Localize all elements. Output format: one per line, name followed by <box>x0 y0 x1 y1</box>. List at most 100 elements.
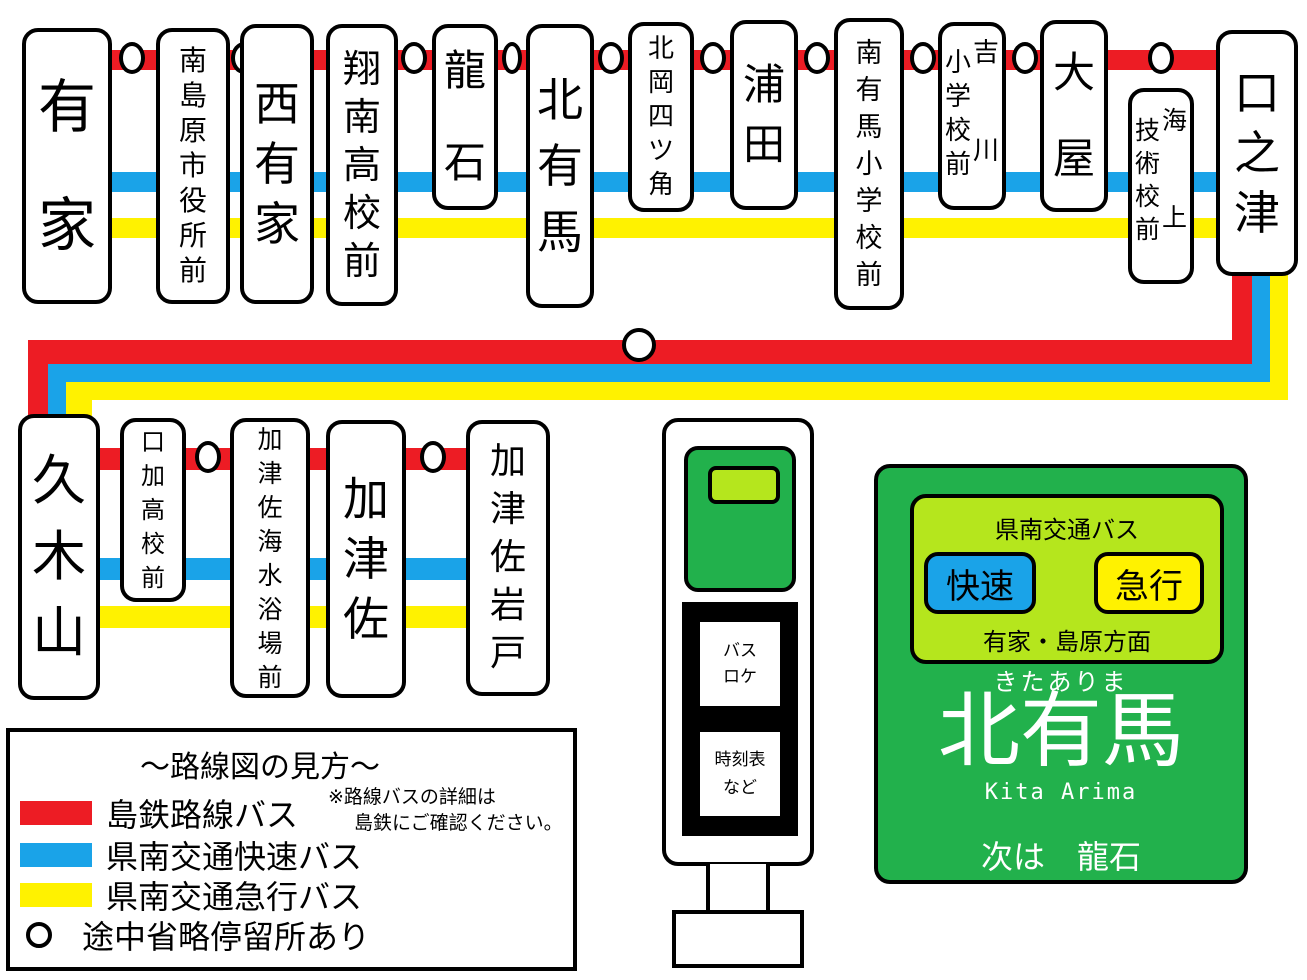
stop-kazusa-iwado[interactable]: 加 津 佐 岩 戸 <box>466 420 550 696</box>
stop-char: 吉 <box>973 38 1000 68</box>
stop-oya[interactable]: 大 屋 <box>1040 20 1108 212</box>
sign-operator: 県南交通バス <box>995 516 1139 544</box>
stop-char: 木 <box>32 525 86 588</box>
stop-char: 石 <box>443 138 486 187</box>
omitted-stops-marker <box>502 42 522 74</box>
rapid-badge: 快速 <box>924 552 1036 614</box>
stop-tatsuishi[interactable]: 龍 石 <box>432 24 498 210</box>
stop-char: 加 <box>343 472 389 526</box>
stop-char: 所 <box>178 219 207 252</box>
omitted-stops-marker <box>195 441 221 473</box>
stop-kuchika-high-school[interactable]: 口 加 高 校 前 <box>120 418 186 602</box>
stop-char: 北 <box>537 73 583 127</box>
stop-char: 有 <box>37 73 96 141</box>
express-line-left-drop <box>66 382 92 420</box>
stop-char: 岡 <box>647 68 674 98</box>
stop-ariie[interactable]: 有 家 <box>22 28 112 304</box>
stop-char: 学 <box>944 82 971 112</box>
stop-char: 口 <box>141 428 165 456</box>
stop-kitaoka-yotsukado[interactable]: 北 岡 四 ツ 角 <box>628 22 694 212</box>
stop-char: 津 <box>343 532 389 586</box>
legend-label: 途中省略停留所あり <box>82 918 371 956</box>
stop-char: 小 <box>855 148 883 180</box>
stop-char: 之 <box>1234 126 1280 180</box>
stop-char: 川 <box>973 136 1000 166</box>
stop-char: 角 <box>647 170 674 200</box>
legend-swatch-yellow <box>20 883 92 907</box>
pole-stem <box>706 864 770 914</box>
stop-char: 校 <box>855 222 883 254</box>
timetable-text: 時刻表 <box>714 750 766 770</box>
stop-char: 海 <box>257 526 283 556</box>
legend-item-shimatetsu: 島鉄路線バス <box>20 790 298 836</box>
stop-kuchinotsu[interactable]: 口 之 津 <box>1216 30 1298 276</box>
express-line-connector <box>1270 270 1288 400</box>
stop-kazusa[interactable]: 加 津 佐 <box>326 420 406 698</box>
stop-char: 戸 <box>489 633 526 674</box>
stop-char: 海 <box>1162 106 1188 135</box>
omitted-stops-marker <box>700 42 726 74</box>
stop-char: 田 <box>742 120 785 169</box>
bus-stop-pole: バス ロケ 時刻表 など <box>662 418 814 866</box>
bus-location-text: バス <box>723 641 757 661</box>
stop-char: 龍 <box>443 46 486 95</box>
stop-char: 浴 <box>257 594 283 624</box>
station-name: 北有馬 <box>937 684 1184 779</box>
omitted-stops-marker <box>622 328 656 362</box>
stop-kukiyama[interactable]: 久 木 山 <box>18 414 100 700</box>
stop-char: 有 <box>254 137 300 191</box>
stop-char: 佐 <box>343 592 389 646</box>
legend-label: 県南交通快速バス <box>106 838 363 876</box>
timetable-text: など <box>723 778 757 798</box>
stop-char: 校 <box>342 191 381 235</box>
timetable-panel[interactable]: 時刻表 など <box>700 732 780 816</box>
stop-nishi-arie[interactable]: 西 有 家 <box>240 24 314 304</box>
stop-char: 馬 <box>537 205 583 259</box>
stop-char: 屋 <box>1052 134 1095 183</box>
stop-char: 西 <box>254 77 300 131</box>
stop-char: 馬 <box>855 111 883 143</box>
stop-kaijo-gijutsuko[interactable]: 技 術 校 前 海 上 <box>1128 88 1194 284</box>
express-badge: 急行 <box>1094 552 1204 614</box>
stop-char: 前 <box>1134 215 1160 244</box>
stop-minami-arima-elementary[interactable]: 南 有 馬 小 学 校 前 <box>834 18 904 310</box>
stop-char: 家 <box>254 197 300 251</box>
stop-char: 技 <box>1134 116 1160 145</box>
station-reading: きたありま <box>993 668 1129 696</box>
stop-shonan-high-school[interactable]: 翔 南 高 校 前 <box>326 24 398 306</box>
rapid-line-left-drop <box>48 364 66 420</box>
omitted-stops-marker <box>119 42 145 74</box>
stop-char: 山 <box>32 601 86 664</box>
stop-kazusa-beach[interactable]: 加 津 佐 海 水 浴 場 前 <box>230 418 310 698</box>
stop-char: 高 <box>342 143 381 187</box>
stop-urata[interactable]: 浦 田 <box>730 20 798 210</box>
stop-yoshikawa-elementary[interactable]: 小 学 校 前 吉 川 <box>938 22 1006 210</box>
stop-char: 場 <box>257 628 283 658</box>
bus-location-panel[interactable]: バス ロケ <box>700 622 780 706</box>
stop-minami-shimabara-city-office[interactable]: 南 島 原 市 役 所 前 <box>156 28 230 304</box>
stop-char: 四 <box>647 102 674 132</box>
omitted-stops-marker <box>1012 42 1038 74</box>
omitted-stops-marker <box>401 42 427 74</box>
stop-char: 加 <box>257 424 283 454</box>
omitted-stops-marker <box>598 42 624 74</box>
stop-char: 口 <box>1234 66 1280 120</box>
stop-column: 海 上 <box>1162 108 1187 230</box>
stop-char: 役 <box>178 184 207 217</box>
stop-char: ツ <box>647 136 674 166</box>
stop-char: 前 <box>855 259 883 291</box>
next-stop: 次は 龍石 <box>980 838 1141 876</box>
legend-label: 県南交通急行バス <box>106 878 363 916</box>
legend-circle-icon <box>26 922 52 948</box>
legend-item-omitted: 途中省略停留所あり <box>26 912 370 958</box>
rapid-line-mid <box>48 364 1270 382</box>
omitted-stops-marker <box>1148 42 1174 74</box>
pole-head <box>684 446 796 592</box>
stop-char: 浦 <box>742 60 785 109</box>
stop-kita-arima[interactable]: 北 有 馬 <box>526 24 594 308</box>
station-romaji: Kita Arima <box>984 780 1138 805</box>
stop-char: 岩 <box>489 585 526 626</box>
stop-column: 技 術 校 前 <box>1135 108 1160 242</box>
station-sign: 県南交通バス 快速 急行 有家・島原方面 きたありま 北有馬 Kita Arim… <box>874 464 1248 884</box>
stop-char: 校 <box>944 116 971 146</box>
